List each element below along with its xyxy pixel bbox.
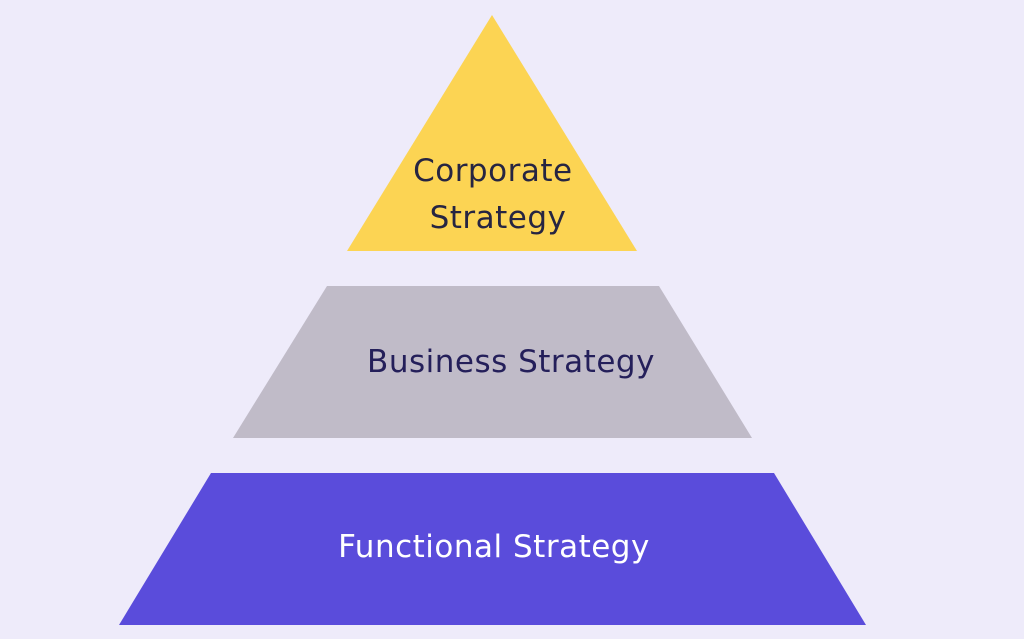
tier-corporate-label-line-2: Strategy [430,200,567,236]
tier-business-label-line-1: Business Strategy [367,344,655,380]
tier-corporate-label: Corporate Strategy [413,153,583,236]
tier-corporate-label-line-1: Corporate [413,153,572,189]
tier-corporate: Corporate Strategy [347,15,637,251]
tier-functional-label-line-1: Functional Strategy [338,529,650,565]
tier-functional: Functional Strategy [119,473,866,625]
tier-business-label: Business Strategy [367,344,655,380]
tier-corporate-shape [347,15,637,251]
tier-functional-label: Functional Strategy [338,529,650,565]
tier-business: Business Strategy [233,286,752,438]
tier-functional-shape [119,473,866,625]
tier-business-shape [233,286,752,438]
